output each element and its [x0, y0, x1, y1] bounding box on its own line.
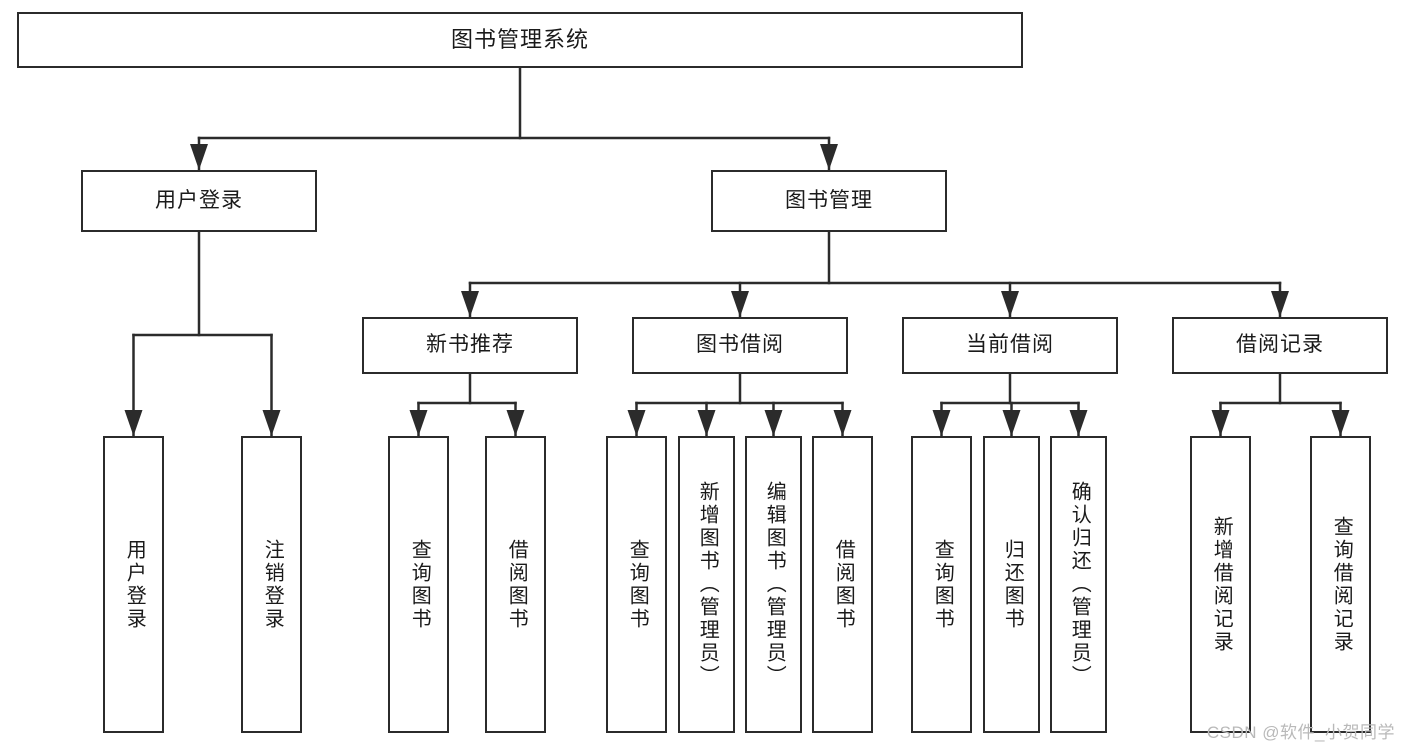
arrowhead-icon [932, 410, 951, 436]
node-label: 新书推荐 [426, 333, 514, 357]
arrowhead-icon [627, 410, 646, 436]
arrowhead-icon [731, 291, 749, 317]
arrowhead-icon [190, 144, 208, 170]
node-current-borrow[interactable]: 当前借阅 [902, 317, 1118, 374]
arrowhead-icon [1331, 410, 1350, 436]
node-label: 当前借阅 [966, 333, 1054, 357]
node-leaf-user-logout[interactable]: 注销登录 [241, 436, 302, 733]
node-label: 查询图书 [931, 538, 954, 631]
arrowhead-icon [262, 410, 281, 436]
node-label: 用户登录 [155, 188, 243, 212]
node-leaf-query-book-2[interactable]: 查询图书 [606, 436, 667, 733]
node-new-book-rec[interactable]: 新书推荐 [362, 317, 578, 374]
node-leaf-borrow-book-2[interactable]: 借阅图书 [812, 436, 873, 733]
node-label: 用户登录 [123, 538, 146, 631]
arrowhead-icon [1271, 291, 1289, 317]
arrowhead-icon [697, 410, 716, 436]
arrowhead-icon [461, 291, 479, 317]
arrowhead-icon [1211, 410, 1230, 436]
arrowhead-icon [409, 410, 428, 436]
node-leaf-query-book-1[interactable]: 查询图书 [388, 436, 449, 733]
node-leaf-query-book-3[interactable]: 查询图书 [911, 436, 972, 733]
node-label: 借阅记录 [1236, 333, 1324, 357]
node-leaf-query-record[interactable]: 查询借阅记录 [1310, 436, 1371, 733]
node-root[interactable]: 图书管理系统 [17, 12, 1023, 68]
node-leaf-add-record[interactable]: 新增借阅记录 [1190, 436, 1251, 733]
node-leaf-confirm-return[interactable]: 确认归还（管理员） [1050, 436, 1107, 733]
arrowhead-icon [1069, 410, 1088, 436]
node-leaf-borrow-book-1[interactable]: 借阅图书 [485, 436, 546, 733]
node-book-borrow[interactable]: 图书借阅 [632, 317, 848, 374]
arrowhead-icon [820, 144, 838, 170]
node-label: 归还图书 [1001, 538, 1024, 631]
node-book-manage[interactable]: 图书管理 [711, 170, 947, 232]
node-label: 借阅图书 [505, 538, 528, 631]
node-label: 图书借阅 [696, 333, 784, 357]
arrowhead-icon [506, 410, 525, 436]
node-leaf-user-login[interactable]: 用户登录 [103, 436, 164, 733]
node-leaf-return-book[interactable]: 归还图书 [983, 436, 1040, 733]
node-user-login[interactable]: 用户登录 [81, 170, 317, 232]
node-label: 新增借阅记录 [1210, 515, 1233, 654]
arrowhead-icon [764, 410, 783, 436]
node-label: 图书管理系统 [450, 27, 589, 53]
node-label: 确认归还（管理员） [1068, 481, 1091, 688]
node-label: 图书管理 [785, 188, 873, 212]
arrowhead-icon [1001, 291, 1019, 317]
arrowhead-icon [124, 410, 143, 436]
node-label: 新增图书（管理员） [696, 481, 719, 688]
node-label: 查询图书 [626, 538, 649, 631]
node-leaf-edit-book[interactable]: 编辑图书（管理员） [745, 436, 802, 733]
node-borrow-record[interactable]: 借阅记录 [1172, 317, 1388, 374]
arrowhead-icon [833, 410, 852, 436]
node-label: 注销登录 [261, 538, 284, 631]
node-label: 编辑图书（管理员） [763, 481, 786, 688]
node-label: 借阅图书 [832, 538, 855, 631]
node-label: 查询借阅记录 [1330, 515, 1353, 654]
node-leaf-add-book[interactable]: 新增图书（管理员） [678, 436, 735, 733]
node-label: 查询图书 [408, 538, 431, 631]
arrowhead-icon [1002, 410, 1021, 436]
